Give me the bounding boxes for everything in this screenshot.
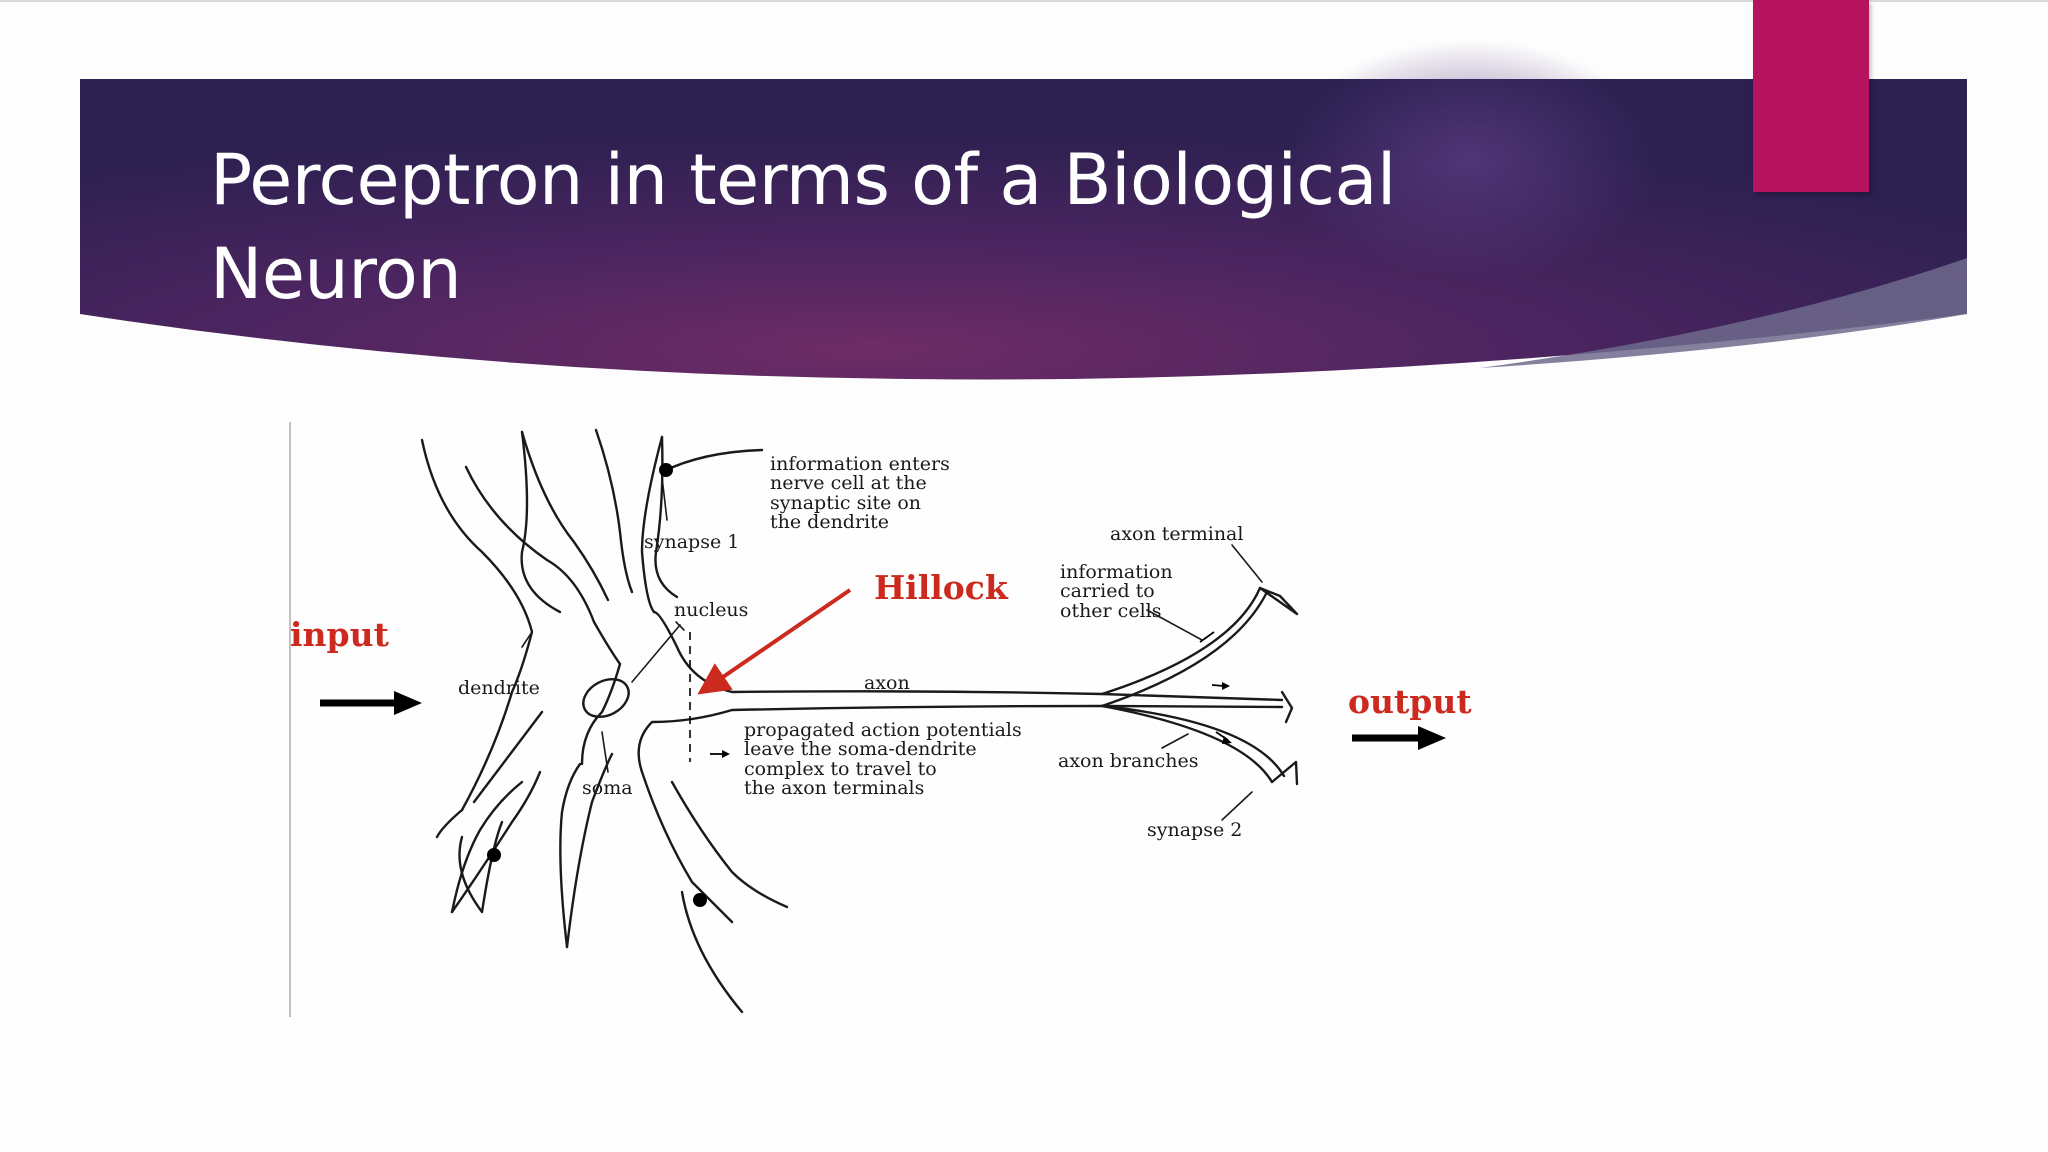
nucleus-label: nucleus [674,599,748,621]
info-enters-line: nerve cell at the [770,472,927,494]
dendrite-label: dendrite [458,677,540,699]
neuron-drawing: input output Hillock synapse 1 nucleus d… [289,422,1472,1017]
propagated-line: propagated action potentials [744,719,1022,741]
propagated-line: leave the soma-dendrite [744,738,977,760]
accent-tab [1753,0,1869,192]
synapse-2-label: synapse 2 [1147,819,1242,841]
slide-top-border [0,0,2048,2]
input-label: input [290,615,390,654]
axon-label: axon [864,672,910,694]
output-arrow [1352,726,1446,750]
title-banner [80,40,1967,380]
propagated-line: the axon terminals [744,777,924,799]
info-carried-note: information carried to other cells [1060,561,1173,622]
propagated-line: complex to travel to [744,758,937,780]
output-label: output [1348,682,1472,721]
slide-title-line-2: Neuron [210,233,462,315]
input-arrow [320,691,422,715]
info-enters-note: information enters nerve cell at the syn… [770,453,950,533]
slide-title: Perceptron in terms of a Biological Neur… [210,133,1510,321]
hillock-arrow [697,588,852,695]
axon-terminal-label: axon terminal [1110,523,1243,545]
synapse-1-label: synapse 1 [644,531,739,553]
info-enters-line: information enters [770,453,950,475]
info-enters-line: synaptic site on [770,492,921,514]
propagated-note: propagated action potentials leave the s… [744,719,1022,799]
neuron-diagram: input output Hillock synapse 1 nucleus d… [222,392,1702,1112]
leader-lines [521,476,1263,821]
axon-branches-label: axon branches [1058,750,1198,772]
axon-branches [1100,586,1299,786]
info-carried-line: other cells [1060,600,1161,622]
synapse-fibers [458,448,764,1014]
slide-title-line-1: Perceptron in terms of a Biological [210,139,1396,221]
info-carried-line: information [1060,561,1173,583]
info-enters-line: the dendrite [770,511,889,533]
soma-label: soma [582,777,633,799]
hillock-label: Hillock [874,568,1009,607]
info-carried-line: carried to [1060,580,1155,602]
